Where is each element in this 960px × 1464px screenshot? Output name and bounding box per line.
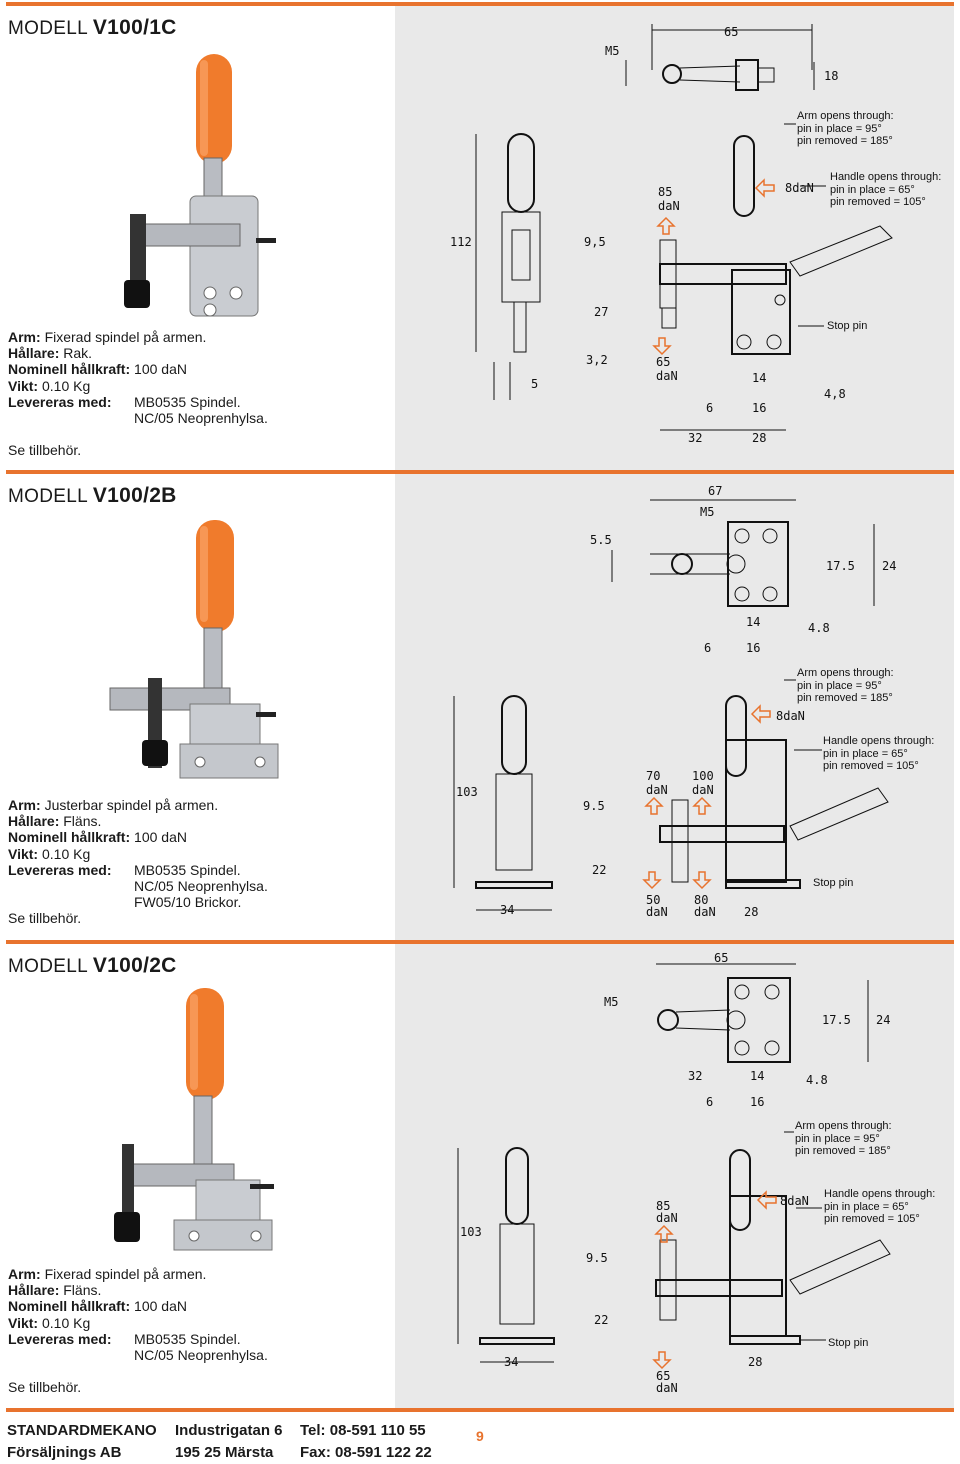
technical-drawing: 65 M5 17.5 24 32 14 4.8 6 16 103 34 8daN… xyxy=(457,951,891,1395)
svg-text:4.8: 4.8 xyxy=(806,1073,828,1087)
svg-text:daN: daN xyxy=(694,905,716,919)
handle-opens-note: Handle opens through: pin in place = 65°… xyxy=(824,1188,936,1225)
svg-text:24: 24 xyxy=(882,559,896,573)
arm-opens-note: Arm opens through: pin in place = 95° pi… xyxy=(797,110,894,147)
company-contact: Tel: 08-591 110 55 Fax: 08-591 122 22 xyxy=(300,1422,432,1461)
svg-text:85: 85 xyxy=(656,1199,670,1213)
svg-text:14: 14 xyxy=(750,1069,764,1083)
svg-text:9,5: 9,5 xyxy=(584,235,606,249)
svg-text:85: 85 xyxy=(658,185,672,199)
model-title: MODELL V100/1C xyxy=(8,16,177,39)
svg-text:6: 6 xyxy=(704,641,711,655)
spec-list: Arm: Justerbar spindel på armen. Hållare… xyxy=(8,797,268,911)
svg-text:70: 70 xyxy=(646,769,660,783)
technical-drawing: 67 M5 5.5 17.5 24 14 4.8 6 16 103 34 8da… xyxy=(453,484,896,919)
technical-drawing: 65 M5 18 112 5 9,5 27 3,2 85 daN 8d xyxy=(450,24,893,445)
spec-list: Arm: Fixerad spindel på armen. Hållare: … xyxy=(8,329,268,427)
svg-text:M5: M5 xyxy=(605,44,619,58)
svg-text:M5: M5 xyxy=(700,505,714,519)
svg-text:65: 65 xyxy=(724,25,738,39)
svg-text:3,2: 3,2 xyxy=(586,353,608,367)
footer-divider xyxy=(6,1408,954,1412)
company-name: STANDARDMEKANO Försäljnings AB xyxy=(7,1422,157,1461)
svg-text:65: 65 xyxy=(714,951,728,965)
svg-text:24: 24 xyxy=(876,1013,890,1027)
see-accessories: Se tillbehör. xyxy=(8,910,82,926)
svg-text:6: 6 xyxy=(706,1095,713,1109)
svg-text:daN: daN xyxy=(646,783,668,797)
svg-text:4.8: 4.8 xyxy=(808,621,830,635)
drawing-panel xyxy=(395,944,954,1408)
svg-text:80: 80 xyxy=(694,893,708,907)
section-divider xyxy=(6,2,954,6)
svg-text:18: 18 xyxy=(824,69,838,83)
svg-text:daN: daN xyxy=(656,1211,678,1225)
svg-text:103: 103 xyxy=(456,785,478,799)
svg-text:daN: daN xyxy=(656,1381,678,1395)
svg-text:M5: M5 xyxy=(604,995,618,1009)
svg-text:17.5: 17.5 xyxy=(822,1013,851,1027)
svg-text:16: 16 xyxy=(750,1095,764,1109)
svg-text:9.5: 9.5 xyxy=(586,1251,608,1265)
arm-opens-note: Arm opens through: pin in place = 95° pi… xyxy=(795,1120,892,1157)
stop-pin-label: Stop pin xyxy=(827,320,868,332)
svg-text:daN: daN xyxy=(656,369,678,383)
svg-text:34: 34 xyxy=(500,903,514,917)
stop-pin-label: Stop pin xyxy=(813,877,854,889)
svg-text:100: 100 xyxy=(692,769,714,783)
svg-text:14: 14 xyxy=(752,371,766,385)
svg-text:28: 28 xyxy=(748,1355,762,1369)
svg-text:22: 22 xyxy=(594,1313,608,1327)
drawing-panel xyxy=(395,474,954,940)
model-title: MODELL V100/2B xyxy=(8,484,177,507)
arm-opens-note: Arm opens through: pin in place = 95° pi… xyxy=(797,667,894,704)
page-number: 9 xyxy=(476,1428,484,1444)
svg-text:8daN: 8daN xyxy=(780,1194,809,1208)
svg-text:32: 32 xyxy=(688,1069,702,1083)
svg-text:34: 34 xyxy=(504,1355,518,1369)
model-section-v100-2b: MODELL V100/2B Arm: Justerbar spindel på… xyxy=(0,470,960,940)
svg-text:27: 27 xyxy=(594,305,608,319)
svg-text:32: 32 xyxy=(688,431,702,445)
company-address: Industrigatan 6 195 25 Märsta xyxy=(175,1422,283,1461)
see-accessories: Se tillbehör. xyxy=(8,1379,82,1395)
clamp-photo xyxy=(109,520,279,779)
section-divider xyxy=(6,940,954,944)
clamp-photo xyxy=(114,988,274,1251)
svg-text:112: 112 xyxy=(450,235,472,249)
clamp-photo xyxy=(124,54,276,317)
svg-text:103: 103 xyxy=(460,1225,482,1239)
svg-text:17.5: 17.5 xyxy=(826,559,855,573)
svg-text:daN: daN xyxy=(646,905,668,919)
svg-text:5.5: 5.5 xyxy=(590,533,612,547)
svg-text:28: 28 xyxy=(752,431,766,445)
svg-text:28: 28 xyxy=(744,905,758,919)
svg-text:daN: daN xyxy=(692,783,714,797)
svg-text:4,8: 4,8 xyxy=(824,387,846,401)
handle-opens-note: Handle opens through: pin in place = 65°… xyxy=(823,735,935,772)
spec-list: Arm: Fixerad spindel på armen. Hållare: … xyxy=(8,1266,268,1364)
svg-text:67: 67 xyxy=(708,484,722,498)
handle-opens-note: Handle opens through: pin in place = 65°… xyxy=(830,171,942,208)
svg-text:daN: daN xyxy=(658,199,680,213)
model-title: MODELL V100/2C xyxy=(8,954,177,977)
page-footer: STANDARDMEKANO Försäljnings AB Industrig… xyxy=(0,1408,960,1464)
svg-text:50: 50 xyxy=(646,893,660,907)
model-section-v100-2c: MODELL V100/2C Arm: Fixerad spindel på a… xyxy=(0,940,960,1408)
svg-text:9.5: 9.5 xyxy=(583,799,605,813)
svg-text:14: 14 xyxy=(746,615,760,629)
see-accessories: Se tillbehör. xyxy=(8,442,82,458)
svg-text:5: 5 xyxy=(531,377,538,391)
svg-text:16: 16 xyxy=(746,641,760,655)
svg-text:6: 6 xyxy=(706,401,713,415)
svg-text:65: 65 xyxy=(656,355,670,369)
section-divider xyxy=(6,470,954,474)
model-section-v100-1c: MODELL V100/1C Arm: Fixerad spindel på a… xyxy=(0,0,960,470)
stop-pin-label: Stop pin xyxy=(828,1337,869,1349)
svg-text:16: 16 xyxy=(752,401,766,415)
svg-text:65: 65 xyxy=(656,1369,670,1383)
svg-text:8daN: 8daN xyxy=(785,181,814,195)
svg-text:8daN: 8daN xyxy=(776,709,805,723)
svg-text:22: 22 xyxy=(592,863,606,877)
